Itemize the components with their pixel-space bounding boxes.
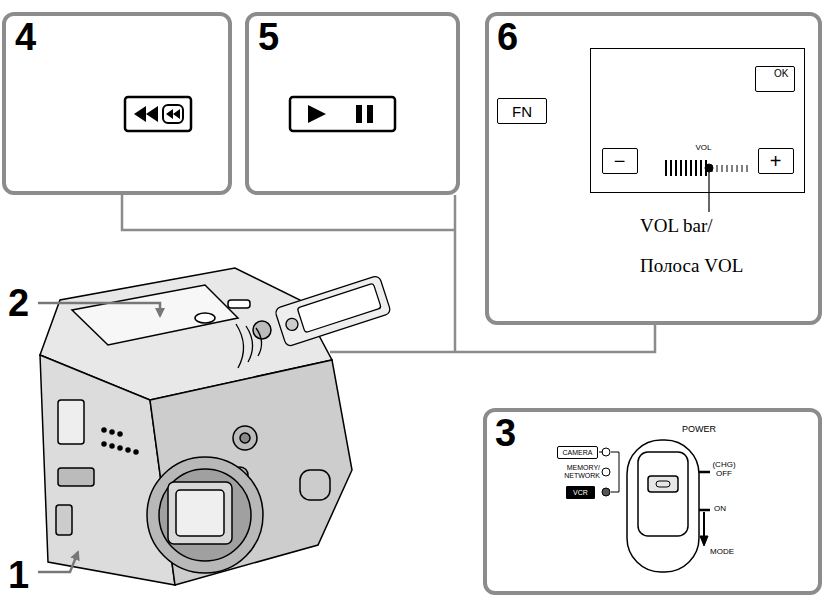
step-panel: 6VOL bar/ Полоса VOL FN VOL OK − + (485, 12, 822, 325)
minus-button: − (602, 148, 638, 174)
lcd-screen: VOL OK − + (590, 48, 805, 193)
button-label: + (759, 149, 793, 173)
button-label: OK (774, 69, 788, 79)
remote-control (274, 275, 391, 347)
callout-number: 2 (8, 284, 29, 322)
mode-label: CAMERA (558, 447, 597, 458)
step-panel: 5 (245, 12, 460, 195)
play-pause-button (290, 97, 395, 131)
switch-position: ON (714, 505, 726, 513)
mode-label: MEMORY/ NETWORK (546, 464, 600, 480)
power-switch (599, 440, 710, 572)
step-number: 5 (258, 18, 279, 56)
switch-position: MODE (710, 548, 734, 556)
callout-label: VOL bar/ Полоса VOL (640, 206, 765, 286)
plus-button: + (758, 148, 794, 174)
mode-label: VCR (567, 487, 594, 498)
step-number: 3 (495, 414, 516, 452)
vol-label: VOL (696, 144, 712, 152)
step-panel: 3 POWER MEMORY/ NETWORK (CHG) OFF ON MODE CAME… (483, 408, 822, 595)
callout-number: 1 (8, 556, 29, 594)
callout-arrow (38, 303, 160, 572)
button-label: FN (498, 99, 546, 123)
mode-lamp-label: CAMERA (557, 446, 598, 459)
switch-label: POWER (682, 425, 716, 434)
step-panel: 4 (2, 12, 232, 195)
step-number: 6 (497, 18, 518, 56)
vol-bar (666, 160, 747, 212)
step-number: 4 (15, 18, 36, 56)
rewind-button (125, 97, 191, 131)
signal-waves (236, 324, 262, 368)
switch-position: (CHG) OFF (708, 460, 740, 478)
mode-lamp-label: VCR (566, 486, 595, 499)
fn-button: FN (497, 98, 547, 124)
button-label: − (603, 149, 637, 173)
ok-button: OK (755, 66, 795, 92)
